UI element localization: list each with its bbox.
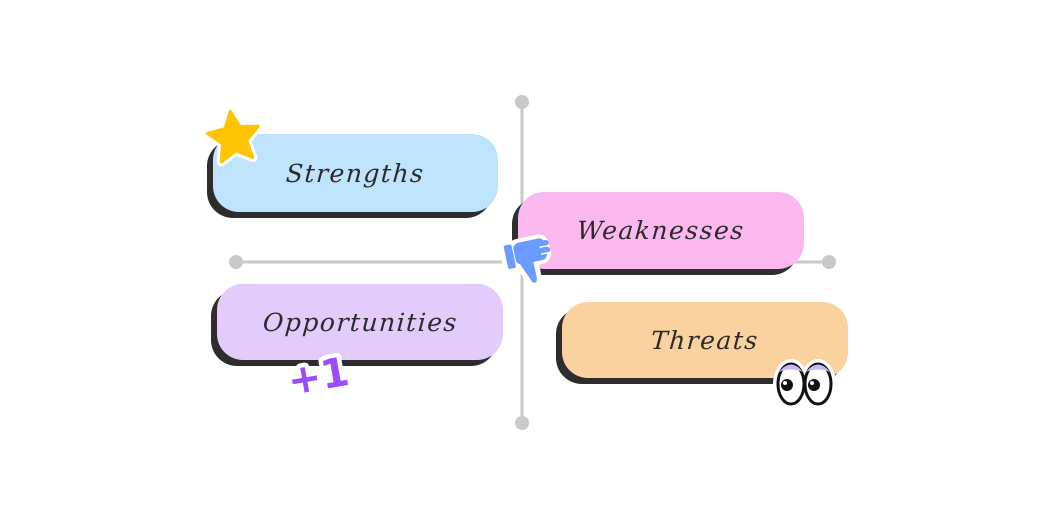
opportunities-pill: Opportunities xyxy=(217,284,503,360)
weaknesses-pill: Weaknesses xyxy=(518,192,804,269)
star-icon xyxy=(202,106,263,167)
strengths-pill: Strengths xyxy=(213,134,498,212)
plus-one-icon: +1 +1 xyxy=(283,344,353,409)
weaknesses-label: Weaknesses xyxy=(576,216,746,245)
axis-endpoint-right xyxy=(822,255,836,269)
threats-label: Threats xyxy=(650,325,760,355)
opportunities-label: Opportunities xyxy=(261,307,459,337)
strengths-label: Strengths xyxy=(285,158,426,188)
axis-endpoint-top xyxy=(515,95,529,109)
weaknesses-card: Weaknesses xyxy=(512,192,804,275)
axis-endpoint-bottom xyxy=(515,416,529,430)
plus-one-text: +1 xyxy=(284,349,352,405)
axis-endpoint-left xyxy=(229,255,243,269)
eyes-icon xyxy=(773,359,836,409)
thumbs-down-icon xyxy=(502,234,551,289)
opportunities-card: Opportunities xyxy=(211,284,503,366)
